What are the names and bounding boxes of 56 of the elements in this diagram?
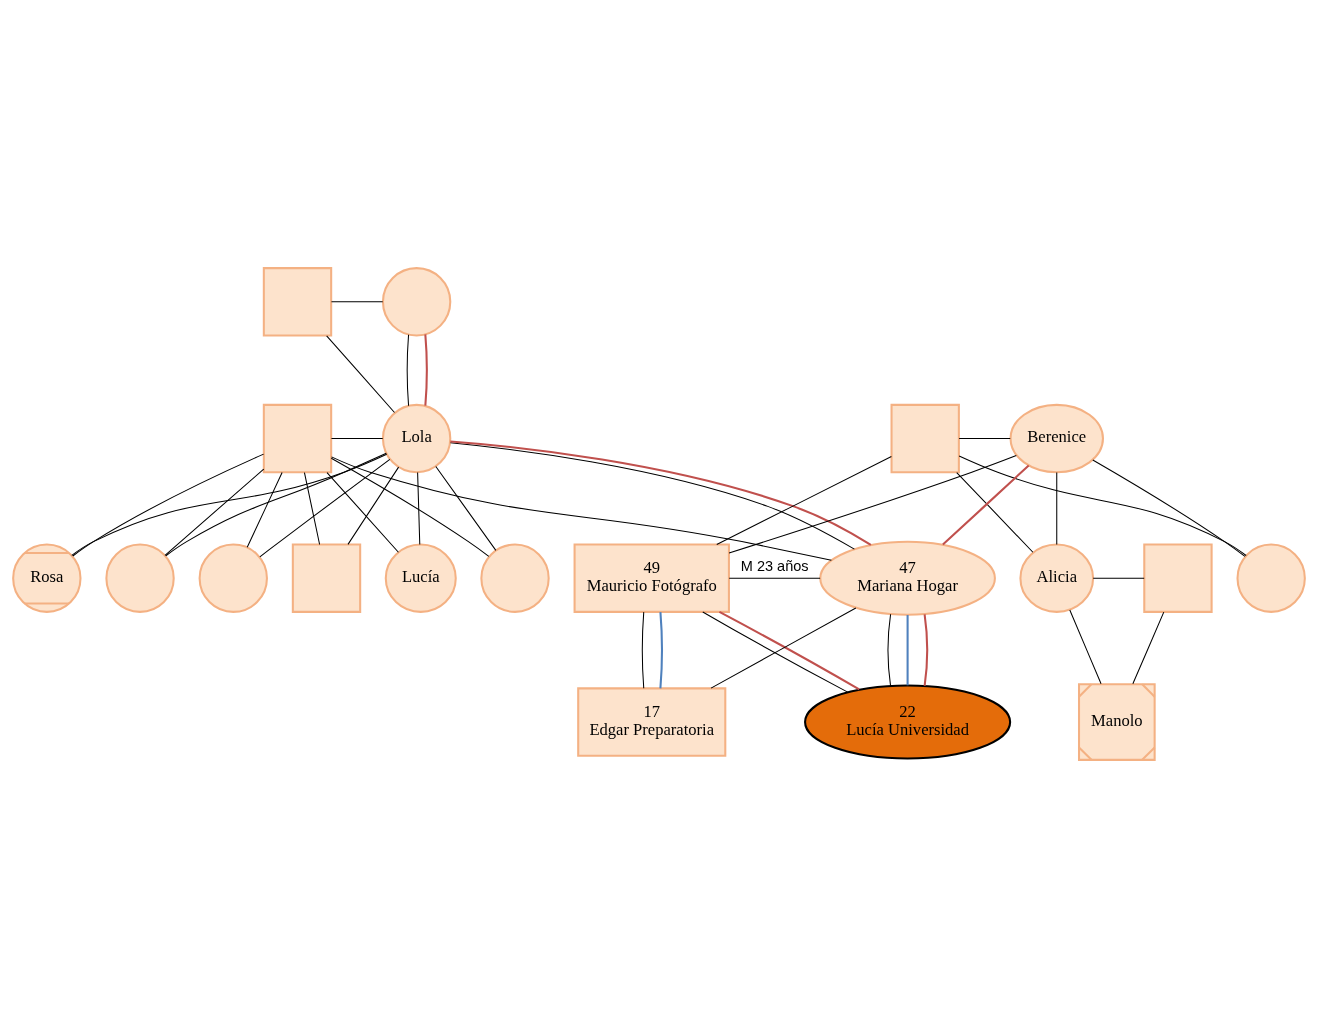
- node-box: [262, 266, 333, 336]
- node-box: 49 Mauricio Fotógrafo: [573, 543, 730, 613]
- node-box: [890, 403, 960, 473]
- connector: [702, 610, 849, 693]
- connector: [1069, 609, 1102, 684]
- node-circle: Rosa: [12, 543, 82, 613]
- node-circle: Lola: [381, 403, 452, 473]
- connector: [906, 614, 909, 685]
- connector: [246, 471, 283, 548]
- connector: [330, 457, 490, 557]
- connector: [72, 453, 265, 556]
- edge-label: M 23 años: [740, 557, 809, 574]
- connector: [331, 455, 832, 561]
- node-circle: [1236, 543, 1306, 613]
- connector: [1132, 611, 1165, 684]
- connector: [326, 334, 395, 413]
- node-box: 17 Edgar Preparatoria: [577, 686, 727, 757]
- node-circle: [105, 543, 175, 613]
- connector: [956, 471, 1034, 553]
- connector: [923, 613, 929, 686]
- connector: [728, 454, 1017, 554]
- node-ellipse: 22 Lucía Universidad: [804, 684, 1012, 760]
- connector: [435, 465, 497, 551]
- connector: [1092, 577, 1145, 579]
- node-circle: Alicia: [1019, 543, 1095, 613]
- connector: [417, 471, 421, 545]
- connector: [165, 452, 387, 556]
- node-box: [262, 403, 333, 473]
- connector: [958, 437, 1011, 439]
- connector: [347, 466, 400, 545]
- node-circle: [480, 543, 550, 613]
- connector: [330, 437, 384, 439]
- connector: [1092, 459, 1246, 557]
- node-box: [1143, 543, 1213, 613]
- connector: [1056, 471, 1058, 545]
- connector: [326, 471, 399, 553]
- node-box: [291, 543, 362, 613]
- connector: [424, 333, 428, 406]
- connector: [259, 458, 391, 557]
- connector: [164, 468, 265, 556]
- node-circle: [198, 543, 268, 613]
- connector: [303, 471, 321, 545]
- connector: [659, 611, 663, 688]
- node-ellipse: 47 Mariana Hogar: [819, 540, 996, 616]
- node-circle: [381, 266, 452, 336]
- connector: [887, 613, 892, 686]
- connector: [641, 611, 645, 689]
- connector: [958, 454, 1247, 556]
- connector: [728, 577, 821, 579]
- node-ellipse: Berenice: [1009, 403, 1104, 473]
- connector: [716, 455, 892, 545]
- node-circle: Lucía: [384, 543, 457, 613]
- connector: [942, 464, 1030, 545]
- connector: [330, 300, 384, 302]
- connector: [406, 333, 410, 406]
- connector: [71, 453, 388, 556]
